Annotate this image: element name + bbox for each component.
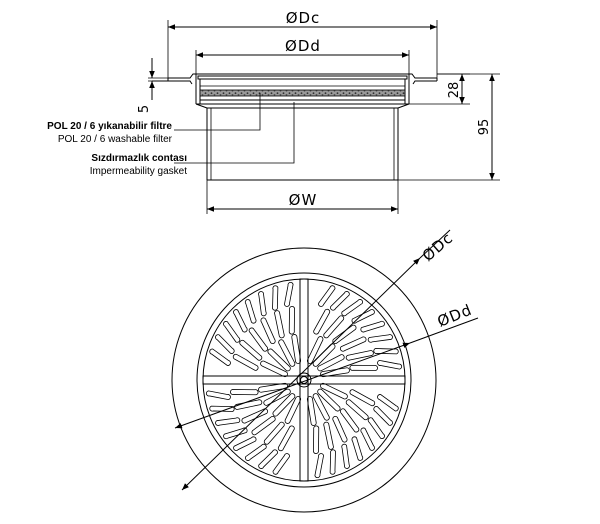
grate-slot <box>341 299 364 317</box>
grate-slot <box>239 339 263 361</box>
grate-slot <box>263 421 285 445</box>
w-label: ØW <box>289 191 318 209</box>
outer-flange-circle <box>171 247 437 513</box>
grate-slot <box>360 427 375 451</box>
grate-slot <box>272 453 290 475</box>
grate-slot <box>345 350 374 361</box>
flange-left <box>168 73 196 79</box>
grate-slot <box>233 309 248 333</box>
grate-slot <box>345 399 369 421</box>
grate-slot <box>349 364 378 371</box>
grate-slot <box>230 389 259 396</box>
grate-slot <box>244 443 267 461</box>
grate-slot <box>360 320 385 333</box>
gasket-label-en: Impermeability gasket <box>90 166 187 177</box>
grate-slot <box>323 315 345 339</box>
washable-filter <box>199 89 406 97</box>
grate-rim-inner <box>202 278 406 482</box>
grate-slot <box>244 299 257 324</box>
plan-dc-label: ØDc <box>419 229 457 265</box>
grate-slot <box>215 334 235 354</box>
grate-slot <box>313 425 320 454</box>
grate-slot <box>260 360 288 378</box>
grate-slot <box>209 348 231 366</box>
plan-dd-line <box>174 342 411 429</box>
grate-slot <box>205 390 231 400</box>
filter-label-tr: POL 20 / 6 yıkanabilir filtre <box>47 121 172 132</box>
grate-slot <box>274 310 285 339</box>
grate-slot <box>314 453 324 479</box>
grate-slot <box>367 334 393 343</box>
grate-slot <box>223 320 241 343</box>
impermeability-gasket <box>199 99 406 105</box>
grate-slot <box>306 336 324 364</box>
grate-slot <box>258 291 267 317</box>
grate-slot <box>320 382 348 400</box>
grate-slot <box>377 360 403 370</box>
grate-slot <box>284 281 294 307</box>
grate-slot <box>377 394 399 412</box>
flange-right <box>409 73 437 79</box>
grate-slot <box>258 449 278 469</box>
grate-slot <box>330 291 350 311</box>
filter-label-en: POL 20 / 6 washable filter <box>58 134 173 145</box>
grate-slot <box>341 443 350 469</box>
filter-leader <box>174 93 261 131</box>
grate-slot <box>233 436 257 451</box>
grate-rim-outer <box>196 272 412 488</box>
grate-slot <box>351 436 364 461</box>
grate-slots <box>205 281 403 479</box>
h95-label: 95 <box>477 119 492 136</box>
grate-slot <box>284 396 302 424</box>
grate-slot <box>329 449 336 475</box>
h5-label: 5 <box>137 105 152 113</box>
grate-slot <box>318 285 336 307</box>
plan-view: ØDc ØDd <box>171 229 479 513</box>
grate-slot <box>260 317 276 345</box>
grate-slot <box>339 336 367 352</box>
grate-slot <box>323 421 334 450</box>
grate-slot <box>215 417 241 426</box>
grate-slot <box>272 285 279 311</box>
dc-label: ØDc <box>286 9 321 27</box>
side-view: ØDc ØDd ØW 28 95 5 POL 20 / 6 yıkanabili… <box>47 9 500 214</box>
h28-label: 28 <box>447 82 462 99</box>
grate-slot <box>373 406 393 426</box>
grate-slot <box>332 415 348 443</box>
rib-horizontal <box>202 375 406 385</box>
grate-slot <box>288 306 295 335</box>
dd-label: ØDd <box>285 37 321 55</box>
plan-dc-line <box>181 257 421 491</box>
gasket-leader <box>174 102 295 164</box>
gasket-label-tr: Sızdırmazlık contası <box>91 153 187 164</box>
grate-slot <box>367 417 385 440</box>
